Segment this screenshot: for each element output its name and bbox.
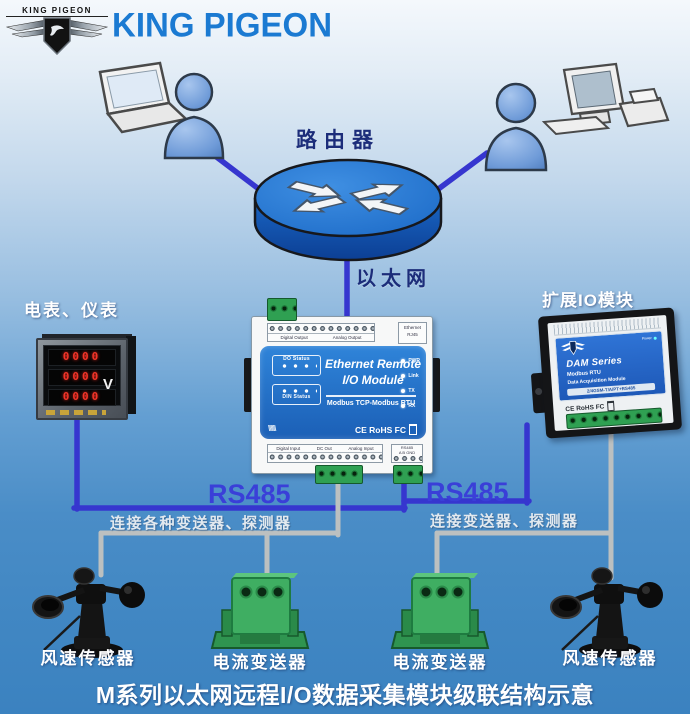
logo-small-text: KING PIGEON	[6, 6, 108, 17]
mounting-ear-left	[244, 358, 254, 412]
hatch-mark: \\\\\\	[268, 424, 276, 433]
mounting-ear-right	[430, 358, 440, 412]
king-pigeon-logo: KING PIGEON	[6, 4, 108, 56]
panel-divider	[326, 395, 416, 397]
weee-icon	[606, 400, 615, 412]
current-transmitter-icon	[390, 573, 490, 649]
rs485-port-label: RS485	[400, 445, 414, 450]
dam-face-plate: Power DAM Series Modbus RTU Data Acquisi…	[547, 314, 674, 431]
sensor-label: 电流变送器	[212, 653, 308, 672]
eagle-logo-icon	[561, 340, 585, 356]
meter-body: 0000 0000 0000 V	[36, 338, 128, 420]
meter-label: 电表、仪表	[24, 301, 119, 320]
terminal-screws	[268, 324, 374, 333]
sensor-lines	[98, 412, 614, 586]
rx-led-label: RX	[408, 402, 416, 409]
link-led	[401, 373, 406, 378]
meter-unit: V	[102, 376, 113, 393]
din-status-leds	[276, 388, 317, 394]
rs485-label-right: RS485	[426, 477, 509, 507]
analog-output-label: Analog Output	[332, 335, 362, 340]
module-title-line2: I/O Module	[342, 373, 404, 387]
top-terminal-strip: Digital Output Analog Output	[267, 323, 375, 342]
sensor-label: 风速传感器	[40, 649, 136, 668]
sensor-label: 电流变送器	[392, 653, 488, 672]
meter-face: 0000 0000 0000 V	[43, 345, 121, 406]
power-led-label: Power	[641, 336, 652, 341]
dc-out-label: DC Out	[316, 446, 332, 451]
meter-side-3d	[126, 336, 136, 414]
pwr-led-label: PWR	[408, 357, 420, 364]
analog-input-label: Analog Input	[348, 446, 374, 451]
ethernet-label: 以太网	[356, 268, 431, 290]
dam-label-panel: Power DAM Series Modbus RTU Data Acquisi…	[554, 330, 667, 402]
current-transmitter-icon	[210, 573, 310, 649]
rs485-pins: A B GND	[398, 450, 416, 455]
power-terminal-block	[267, 298, 297, 321]
bus-note-left: 连接各种变送器、探测器	[110, 515, 292, 532]
digital-output-label: Digital Output	[280, 335, 308, 340]
meter-top-edge	[42, 334, 132, 340]
wind-sensor-icon	[32, 567, 145, 658]
din-status-label: DIN Status	[282, 394, 311, 400]
do-status-leds	[276, 363, 317, 369]
rs485-port-box: RS485 A B GND	[391, 444, 423, 463]
bottom-terminal-strip: Digital Input DC Out Analog Input	[267, 444, 383, 463]
dam-expansion-module: Power DAM Series Modbus RTU Data Acquisi…	[530, 307, 683, 439]
logo-wings-shield-icon	[6, 17, 108, 55]
ethernet-io-module: Digital Output Analog Output Ethernet RJ…	[244, 298, 440, 484]
router-label: 路由器	[296, 129, 380, 152]
expansion-module-label: 扩展IO模块	[542, 291, 634, 310]
diagram-caption: M系列以太网远程I/O数据采集模块级联结构示意	[95, 682, 595, 708]
tx-led-label: TX	[408, 387, 415, 394]
do-status-box: DO Status	[272, 355, 321, 376]
computer-user-icon	[484, 62, 670, 172]
meter-display-row: 0000	[48, 369, 116, 386]
rs485-terminal-block	[393, 465, 423, 484]
rx-led	[401, 403, 406, 408]
terminal-screws	[268, 452, 382, 461]
terminal-screws	[392, 455, 422, 462]
pwr-led	[401, 358, 406, 363]
tx-led	[401, 388, 406, 393]
dam-line3: Data Acquisition Module	[567, 375, 626, 386]
bus-note-right: 连接变送器、探测器	[430, 513, 579, 530]
brand-title: KING PIGEON	[112, 5, 333, 44]
status-led-column: PWR Link TX RX	[401, 353, 420, 413]
laptop-user-icon	[98, 61, 225, 160]
rs485-label-left: RS485	[208, 479, 291, 509]
cert-marks: CE RoHS FC	[355, 424, 406, 435]
din-status-box: DIN Status	[272, 384, 321, 405]
meter-buttons	[46, 410, 106, 415]
sensor-label: 风速传感器	[562, 649, 658, 668]
wind-sensor-icon	[550, 567, 663, 658]
module-title-line1: Ethernet Remote	[324, 357, 422, 371]
router-icon	[253, 158, 443, 262]
dam-line2: Modbus RTU	[566, 369, 602, 378]
do-status-label: DO Status	[283, 356, 310, 362]
io-module-front-panel: DO Status DIN Status Ethernet Remote I/O…	[260, 346, 426, 439]
power-meter: 0000 0000 0000 V	[36, 334, 136, 420]
digital-input-label: Digital Input	[276, 446, 301, 451]
meter-display-row: 0000	[48, 349, 116, 366]
weee-icon	[409, 424, 417, 435]
meter-display-row: 0000	[48, 389, 116, 406]
ethernet-rj45-port: Ethernet RJ45	[398, 322, 427, 344]
io-terminal-block	[315, 465, 363, 484]
power-led	[653, 336, 657, 340]
io-module-body: Digital Output Analog Output Ethernet RJ…	[251, 298, 433, 484]
module-subtitle: Modbus TCP-Modbus RTU	[326, 400, 416, 407]
link-led-label: Link	[408, 372, 419, 379]
dam-series-title: DAM Series	[565, 355, 623, 371]
